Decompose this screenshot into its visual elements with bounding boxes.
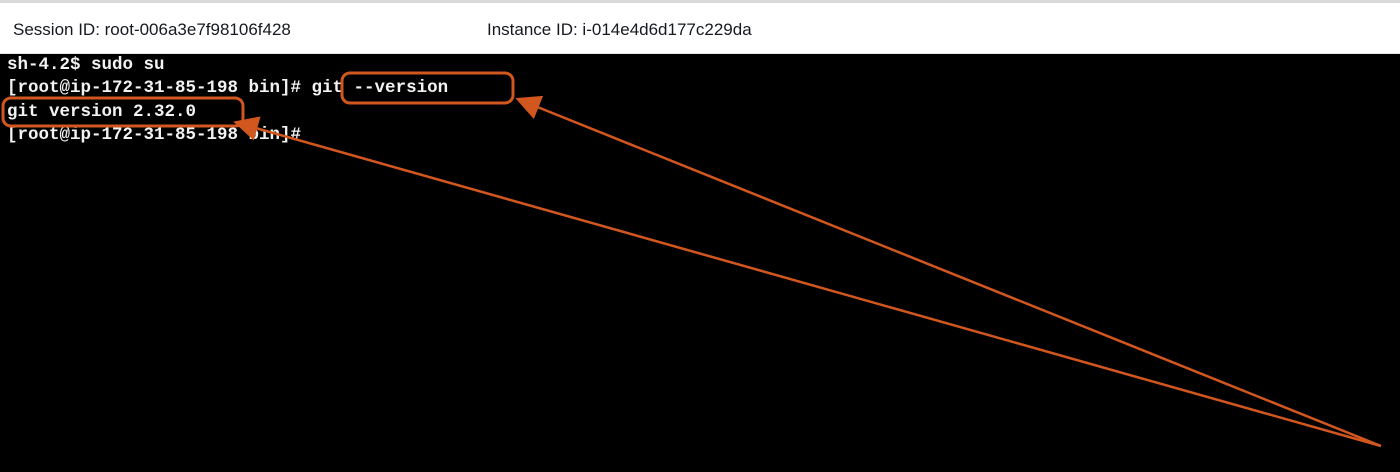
terminal-line: sh-4.2$ sudo su (7, 55, 165, 75)
terminal-line: [root@ip-172-31-85-198 bin]# (7, 125, 302, 145)
terminal-output[interactable]: sh-4.2$ sudo su [root@ip-172-31-85-198 b… (0, 54, 1400, 472)
instance-id-label: Instance ID: i-014e4d6d177c229da (487, 20, 752, 39)
session-header: Session ID: root-006a3e7f98106f428 Insta… (0, 0, 1400, 54)
session-id-label: Session ID: root-006a3e7f98106f428 (13, 20, 291, 39)
terminal-line: git version 2.32.0 (7, 102, 197, 122)
terminal-line: [root@ip-172-31-85-198 bin]# git --versi… (7, 78, 449, 98)
